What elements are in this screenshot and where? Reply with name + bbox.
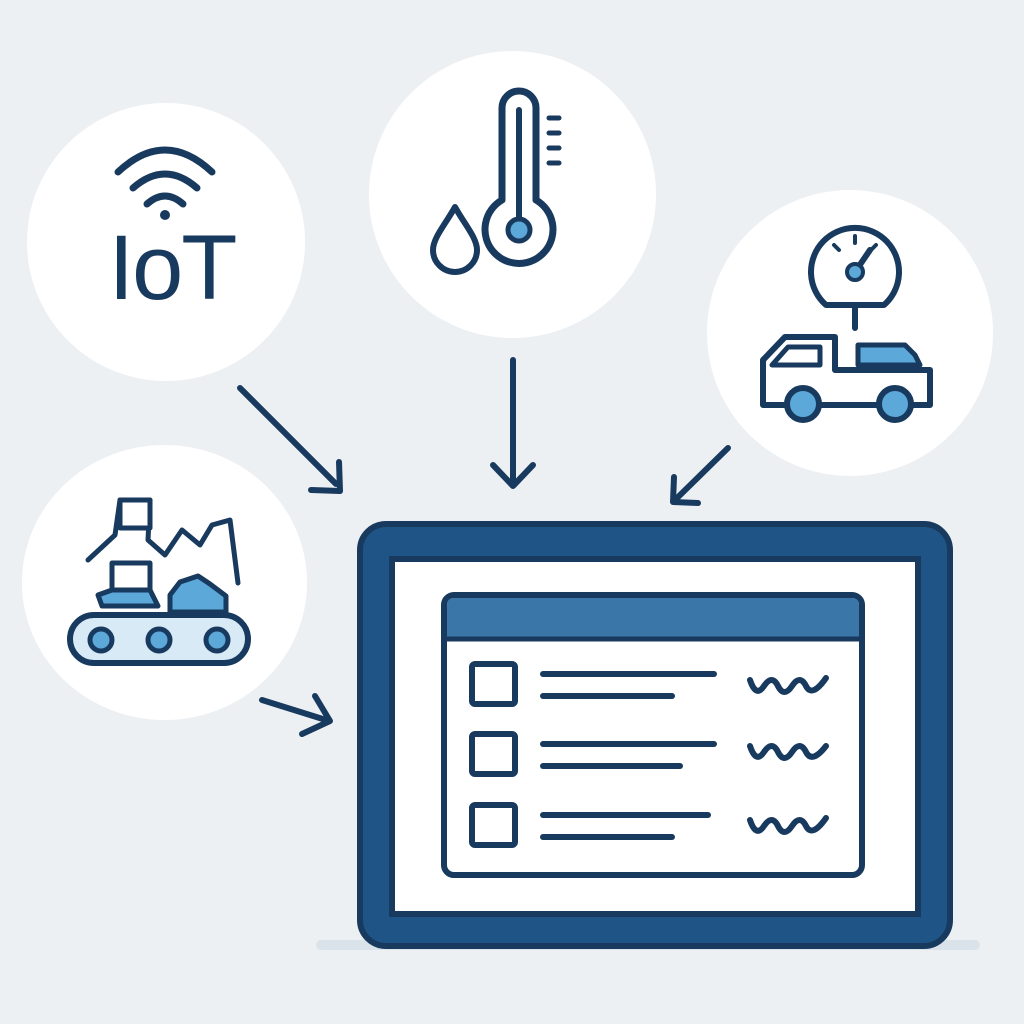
arrow-from-iot (237, 385, 343, 494)
truck-icon (760, 334, 933, 423)
dashboard-row-2 (469, 731, 829, 777)
iot-label: IoT (108, 217, 238, 319)
checkbox-icon (469, 731, 518, 777)
dashboard-row-3 (469, 802, 829, 848)
wave-icon (747, 743, 829, 761)
checkbox-icon (469, 661, 518, 707)
arrow-from-environment (490, 357, 536, 489)
wifi-icon (114, 146, 216, 220)
arrow-from-logistics (670, 445, 731, 506)
factory-icon (85, 497, 241, 615)
dashboard-window (441, 592, 865, 878)
wave-icon (747, 675, 829, 695)
gauge-icon (808, 224, 902, 331)
water-drop-icon (430, 204, 480, 275)
conveyor-belt-icon (67, 612, 251, 666)
thermometer-icon (481, 87, 562, 267)
manufacturing-circle (22, 445, 307, 720)
checkbox-icon (469, 802, 518, 848)
arrow-from-manufacturing (259, 693, 333, 737)
wave-icon (747, 815, 829, 835)
dashboard-row-1 (469, 661, 829, 707)
